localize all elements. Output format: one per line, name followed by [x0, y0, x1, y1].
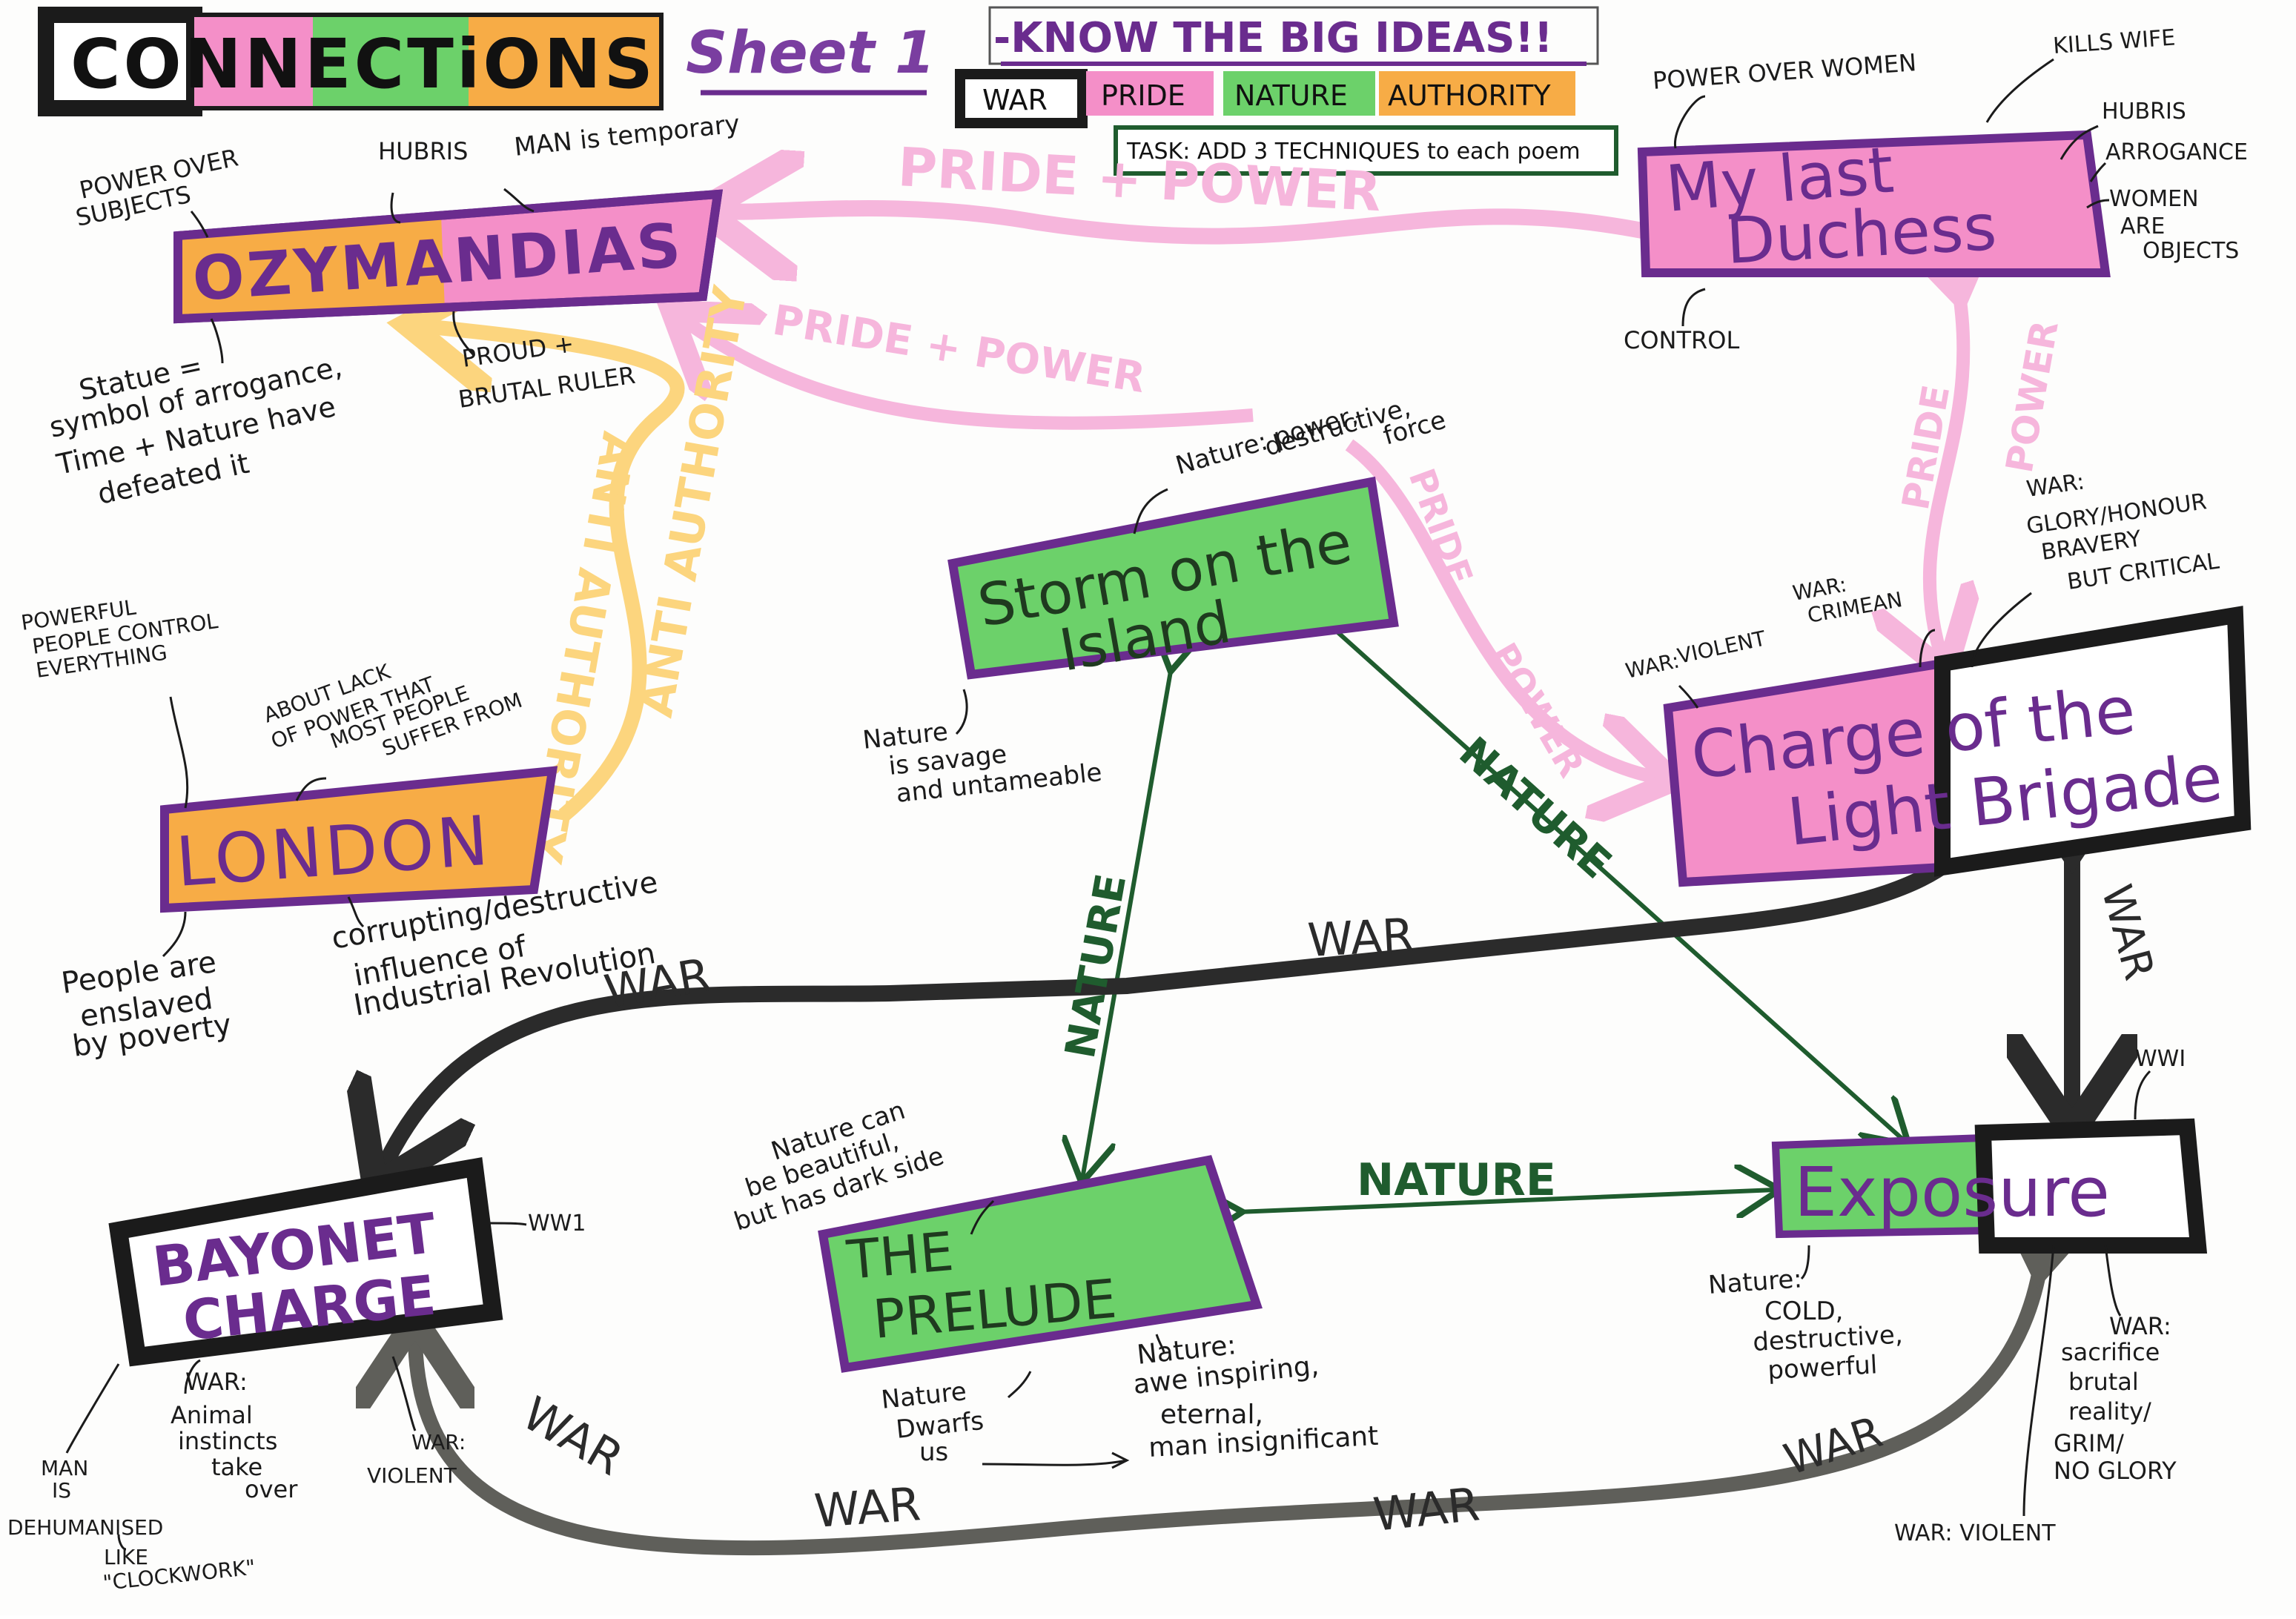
- bayonet-dehumanised-note-2: IS: [52, 1478, 71, 1503]
- mld-kills-note: KILLS WIFE: [2052, 25, 2176, 59]
- ozymandias-outline: [173, 189, 724, 324]
- bayonet-violent-note-2: VIOLENT: [367, 1463, 457, 1488]
- title-pride-swatch: [194, 15, 313, 108]
- war-bottom-label-2: WAR: [813, 1477, 922, 1538]
- poem-ozymandias[interactable]: OZYMANDIAS: [173, 189, 724, 324]
- clb-violent-note-1: WAR:: [1624, 648, 1682, 683]
- bayonet-animal-note-2: Animal: [171, 1401, 253, 1429]
- title-nature-swatch: [313, 15, 469, 108]
- poem-london[interactable]: LONDON: [160, 766, 558, 913]
- subtitle: -KNOW THE BIG IDEAS!!: [993, 14, 1553, 62]
- prelude-dwarfs-note-3: us: [919, 1437, 948, 1467]
- war-top-label: WAR: [1306, 908, 1415, 967]
- task-box: [1114, 125, 1618, 176]
- theme-nature-label: NATURE: [1234, 79, 1348, 112]
- bayonet-dehumanised-note-1: MAN: [41, 1456, 88, 1480]
- poem-my-last-duchess[interactable]: My last Duchess: [1637, 130, 2111, 279]
- header: CONNECTiONS Sheet 1 -KNOW THE BIG IDEAS!…: [38, 6, 1618, 176]
- clb-war-half: [1934, 606, 2252, 877]
- bayonet-animal-note-3: instincts: [178, 1427, 277, 1455]
- bayonet-animal-note-1: WAR:: [185, 1368, 248, 1396]
- title-box-outline: [44, 13, 664, 110]
- mld-objects-note-3: OBJECTS: [2143, 238, 2239, 264]
- poem-charge-of-the-light-brigade[interactable]: Charge of the Light Brigade: [1663, 606, 2252, 887]
- mld-control-note: CONTROL: [1624, 326, 1739, 354]
- war-bottom-label-4: WAR: [1778, 1406, 1888, 1485]
- bayonet-violent-note-1: WAR:: [411, 1430, 466, 1454]
- war-top-line: [382, 832, 1979, 1171]
- clb-violent-note-2: VIOLENT: [1675, 626, 1769, 669]
- power-vertical-label: POWER: [1998, 317, 2067, 476]
- theme-nature-box: [1223, 71, 1375, 116]
- war-bottom-label-1: WAR: [514, 1386, 633, 1486]
- mld-objects-note-2: ARE: [2120, 213, 2165, 239]
- poem-bayonet-charge[interactable]: BAYONET CHARGE: [108, 1156, 503, 1367]
- exposure-sacrifice-note-4: reality/: [2068, 1397, 2151, 1426]
- exposure-cold-note-4: powerful: [1767, 1350, 1878, 1385]
- my-last-duchess-box: [1637, 130, 2111, 277]
- ozymandias-authority-fill: [178, 215, 445, 319]
- exposure-violent-note: WAR: VIOLENT: [1894, 1520, 2056, 1546]
- exposure-sacrifice-note-1: WAR:: [2109, 1312, 2171, 1340]
- bayonet-animal-note-4: take: [211, 1453, 262, 1481]
- storm-box: [947, 476, 1399, 680]
- my-last-duchess-title-2: Duchess: [1724, 191, 1999, 279]
- exposure-sacrifice-note-2: sacrifice: [2061, 1338, 2160, 1366]
- pride-power-top-line: [719, 208, 1648, 236]
- prelude-awe-note-3: eternal,: [1160, 1400, 1263, 1430]
- exposure-sacrifice-note-6: NO GLORY: [2054, 1457, 2177, 1485]
- exposure-war-half: [1974, 1118, 2208, 1254]
- mld-power-note: POWER OVER WOMEN: [1652, 48, 1917, 95]
- nature-storm-prelude-line: [1082, 667, 1171, 1179]
- theme-authority-box: [1379, 71, 1575, 116]
- exposure-cold-note-2: COLD,: [1764, 1297, 1843, 1326]
- connection-lines: [382, 208, 2072, 1556]
- anti-authority-label-2: ANTI AUTHORITY: [629, 282, 758, 721]
- prelude-title-1: THE: [844, 1220, 956, 1291]
- bayonet-ww1-note: WW1: [528, 1211, 586, 1236]
- war-vertical-label: WAR: [2091, 880, 2163, 985]
- exposure-sacrifice-note-3: brutal: [2068, 1368, 2139, 1396]
- bayonet-box: [108, 1156, 503, 1367]
- poem-exposure[interactable]: Exposure: [1771, 1118, 2208, 1254]
- anti-authority-line: [423, 326, 685, 821]
- bayonet-animal-note-5: over: [245, 1475, 298, 1503]
- theme-war-label: WAR: [982, 84, 1048, 116]
- exposure-ww1-note: WWI: [2135, 1046, 2186, 1072]
- page-title: CONNECTiONS: [70, 24, 656, 104]
- theme-war-box: [955, 69, 1088, 128]
- title-authority-swatch: [469, 15, 660, 108]
- prelude-box: [818, 1155, 1263, 1373]
- london-box: [160, 766, 558, 913]
- war-bottom-label-3: WAR: [1371, 1477, 1482, 1542]
- exposure-cold-note-1: Nature:: [1707, 1264, 1803, 1300]
- nature-bottom-label: NATURE: [1357, 1154, 1556, 1206]
- poem-storm-on-the-island[interactable]: Storm on the Island: [947, 476, 1399, 685]
- sheet-label: Sheet 1: [686, 20, 935, 87]
- task-text: TASK: ADD 3 TECHNIQUES to each poem: [1126, 139, 1581, 165]
- nature-left-label: NATURE: [1056, 870, 1137, 1062]
- exposure-sacrifice-note-5: GRIM/: [2054, 1429, 2124, 1457]
- pride-power-vertical-line: [1930, 282, 1963, 660]
- bayonet-dehumanised-note-3: DEHUMANISED: [7, 1515, 163, 1540]
- note-pointer-lines: [65, 58, 2151, 1551]
- theme-pride-label: PRIDE: [1101, 79, 1185, 112]
- pride-power-mid-line: [682, 319, 1254, 430]
- ozy-temporary-note: MAN is temporary: [513, 109, 741, 162]
- war-bottom-line: [415, 1253, 2042, 1556]
- ozy-hubris-note: HUBRIS: [378, 137, 468, 165]
- exposure-title: Exposure: [1794, 1153, 2110, 1232]
- theme-authority-label: AUTHORITY: [1388, 79, 1551, 112]
- mld-objects-note-1: WOMEN: [2109, 186, 2199, 212]
- mld-hubris-note: HUBRIS: [2102, 99, 2186, 125]
- nature-storm-exposure-line: [1327, 623, 1905, 1142]
- mld-arrogance-note: ARROGANCE: [2105, 139, 2248, 165]
- theme-pride-box: [1086, 71, 1214, 116]
